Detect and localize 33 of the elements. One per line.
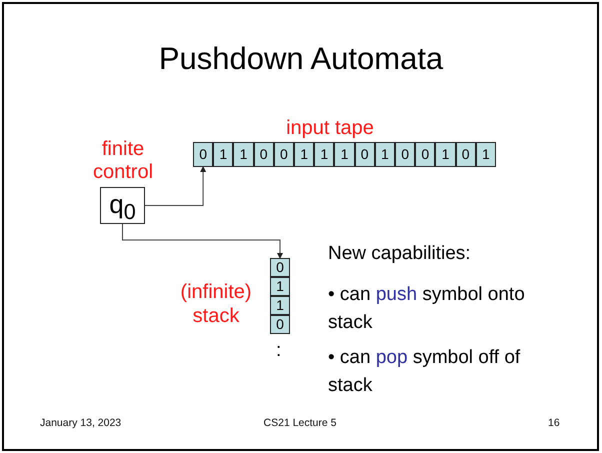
stack-cell: 1: [270, 277, 290, 296]
footer-date: January 13, 2023: [40, 417, 122, 430]
tape-cell: 0: [395, 142, 416, 167]
component-label: (infinite) stack: [179, 280, 253, 328]
page-number: 16: [548, 417, 560, 430]
tape-cell: 1: [233, 142, 254, 167]
tape-cell: 1: [334, 142, 355, 167]
state-box: q$_{0}$: [100, 187, 145, 224]
tape-cell: 0: [456, 142, 476, 167]
stack-cell: 1: [270, 296, 290, 315]
tape-cell: 1: [374, 142, 395, 167]
tape-cell: 0: [254, 142, 274, 167]
tape-cell: 0: [193, 142, 214, 167]
tape-cell: 1: [294, 142, 314, 167]
tape-cell: 1: [476, 142, 496, 167]
footer-text: CS21 Lecture 5: [262, 417, 338, 430]
component-label: finite control: [92, 138, 154, 184]
tape-cell: 0: [274, 142, 294, 167]
arrow: [144, 166, 206, 206]
tape-cell: 0: [354, 142, 375, 167]
tape-cell: 1: [213, 142, 234, 167]
arrow: [122, 224, 283, 259]
component-label: input tape: [285, 116, 375, 140]
stack-cell: 0: [270, 258, 290, 277]
tape-cell: 0: [415, 142, 436, 167]
slide-title: Pushdown Automata: [158, 40, 444, 78]
bullet-text: • can pop symbol off of stack: [328, 346, 522, 398]
heading-text: New capabilities:: [328, 243, 472, 266]
ellipsis-mark: :: [276, 340, 282, 363]
tape-cell: 1: [314, 142, 334, 167]
tape-cell: 1: [435, 142, 456, 167]
bullet-text: • can push symbol onto stack: [328, 283, 526, 335]
stack-cell: 0: [270, 315, 290, 334]
